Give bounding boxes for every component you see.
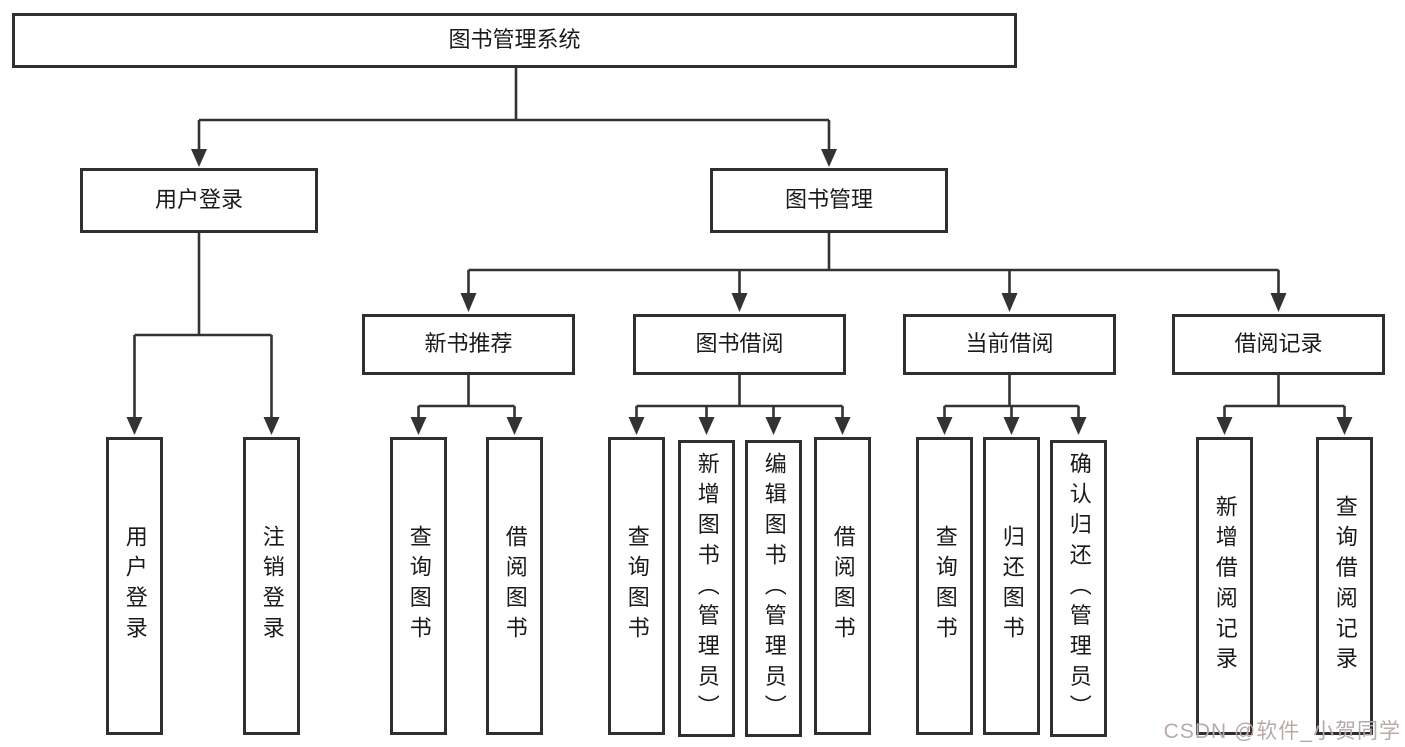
- arrow-down-icon: [1001, 293, 1018, 312]
- arrow-down-icon: [1003, 417, 1020, 435]
- leaf-borrow-books: 借阅图书: [814, 437, 871, 735]
- node-user-login: 用户登录: [80, 168, 318, 233]
- node-borrow-records: 借阅记录: [1172, 314, 1385, 375]
- arrow-down-icon: [460, 293, 477, 312]
- arrow-down-icon: [1270, 293, 1287, 312]
- leaf-user-login: 用户登录: [106, 437, 163, 735]
- leaf-borrow-books-recommend: 借阅图书: [486, 437, 543, 735]
- arrow-down-icon: [1216, 417, 1233, 435]
- leaf-edit-book-admin: 编辑图书（管理员）: [745, 440, 802, 737]
- leaf-add-book-admin: 新增图书（管理员）: [678, 440, 735, 737]
- node-new-book-recommend: 新书推荐: [362, 314, 575, 375]
- arrow-down-icon: [698, 417, 715, 435]
- arrow-down-icon: [506, 417, 523, 435]
- watermark: CSDN @软件_小贺同学: [1163, 720, 1401, 743]
- arrow-down-icon: [263, 417, 280, 435]
- arrow-down-icon: [731, 293, 748, 312]
- arrow-down-icon: [628, 417, 645, 435]
- node-system-root: 图书管理系统: [12, 13, 1017, 68]
- arrow-down-icon: [765, 417, 782, 435]
- node-book-management: 图书管理: [710, 168, 948, 233]
- leaf-return-books: 归还图书: [983, 437, 1040, 735]
- arrow-down-icon: [834, 417, 851, 435]
- arrow-down-icon: [1336, 417, 1353, 435]
- leaf-confirm-return-admin: 确认归还（管理员）: [1050, 440, 1107, 737]
- leaf-add-borrow-record: 新增借阅记录: [1196, 437, 1253, 735]
- arrow-down-icon: [821, 149, 837, 167]
- node-book-borrow: 图书借阅: [633, 314, 846, 375]
- arrow-down-icon: [410, 417, 427, 435]
- leaf-query-books-borrow: 查询图书: [608, 437, 665, 735]
- arrow-down-icon: [1070, 417, 1087, 435]
- leaf-logout: 注销登录: [243, 437, 300, 735]
- node-current-borrow: 当前借阅: [903, 314, 1116, 375]
- arrow-down-icon: [191, 149, 207, 167]
- arrow-down-icon: [126, 417, 143, 435]
- leaf-query-books-current: 查询图书: [916, 437, 973, 735]
- arrow-down-icon: [936, 417, 953, 435]
- leaf-query-books-recommend: 查询图书: [390, 437, 447, 735]
- leaf-query-borrow-record: 查询借阅记录: [1316, 437, 1373, 735]
